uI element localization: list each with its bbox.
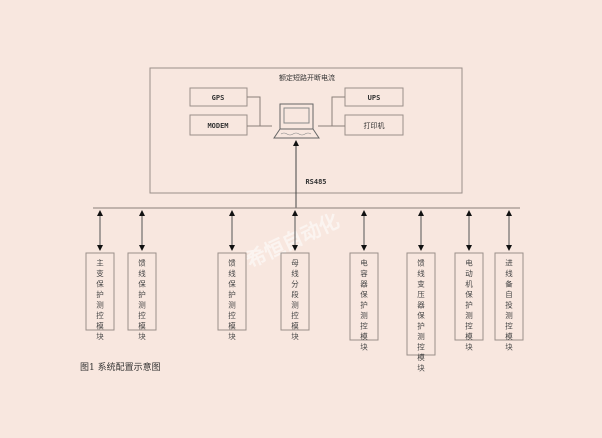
module-box <box>280 252 310 331</box>
module-box <box>127 252 157 331</box>
rs485-label: RS485 <box>305 178 326 186</box>
module-box <box>349 252 379 341</box>
printer-box <box>344 114 404 136</box>
modem-box <box>189 114 248 136</box>
module-label: 主变保护测控模块 <box>95 258 104 343</box>
diagram-title: 额定短路开断电流 <box>279 73 335 82</box>
gps-label: GPS <box>212 94 225 102</box>
module-label: 电动机保护测控模块 <box>464 258 473 354</box>
module-box <box>454 252 484 341</box>
ups-label: UPS <box>368 94 381 102</box>
module-label: 电容器保护测控模块 <box>359 258 368 354</box>
printer-label: 打印机 <box>364 121 385 130</box>
computer-icon <box>273 103 320 139</box>
modem-label: MODEM <box>207 122 228 130</box>
module-box <box>494 252 524 341</box>
figure-caption: 图1 系统配置示意图 <box>80 361 161 373</box>
module-box <box>85 252 115 331</box>
module-label: 进线备自投测控模块 <box>504 259 513 354</box>
module-label: 母线分段测控模块 <box>290 259 299 343</box>
module-label: 馈线保护测控模块 <box>137 258 146 343</box>
module-label: 馈线保护测控模块 <box>227 258 236 343</box>
module-label: 馈线变压器保护测控模块 <box>416 258 425 375</box>
station-control-box <box>149 67 463 194</box>
module-box <box>406 252 436 356</box>
module-box <box>217 252 247 331</box>
